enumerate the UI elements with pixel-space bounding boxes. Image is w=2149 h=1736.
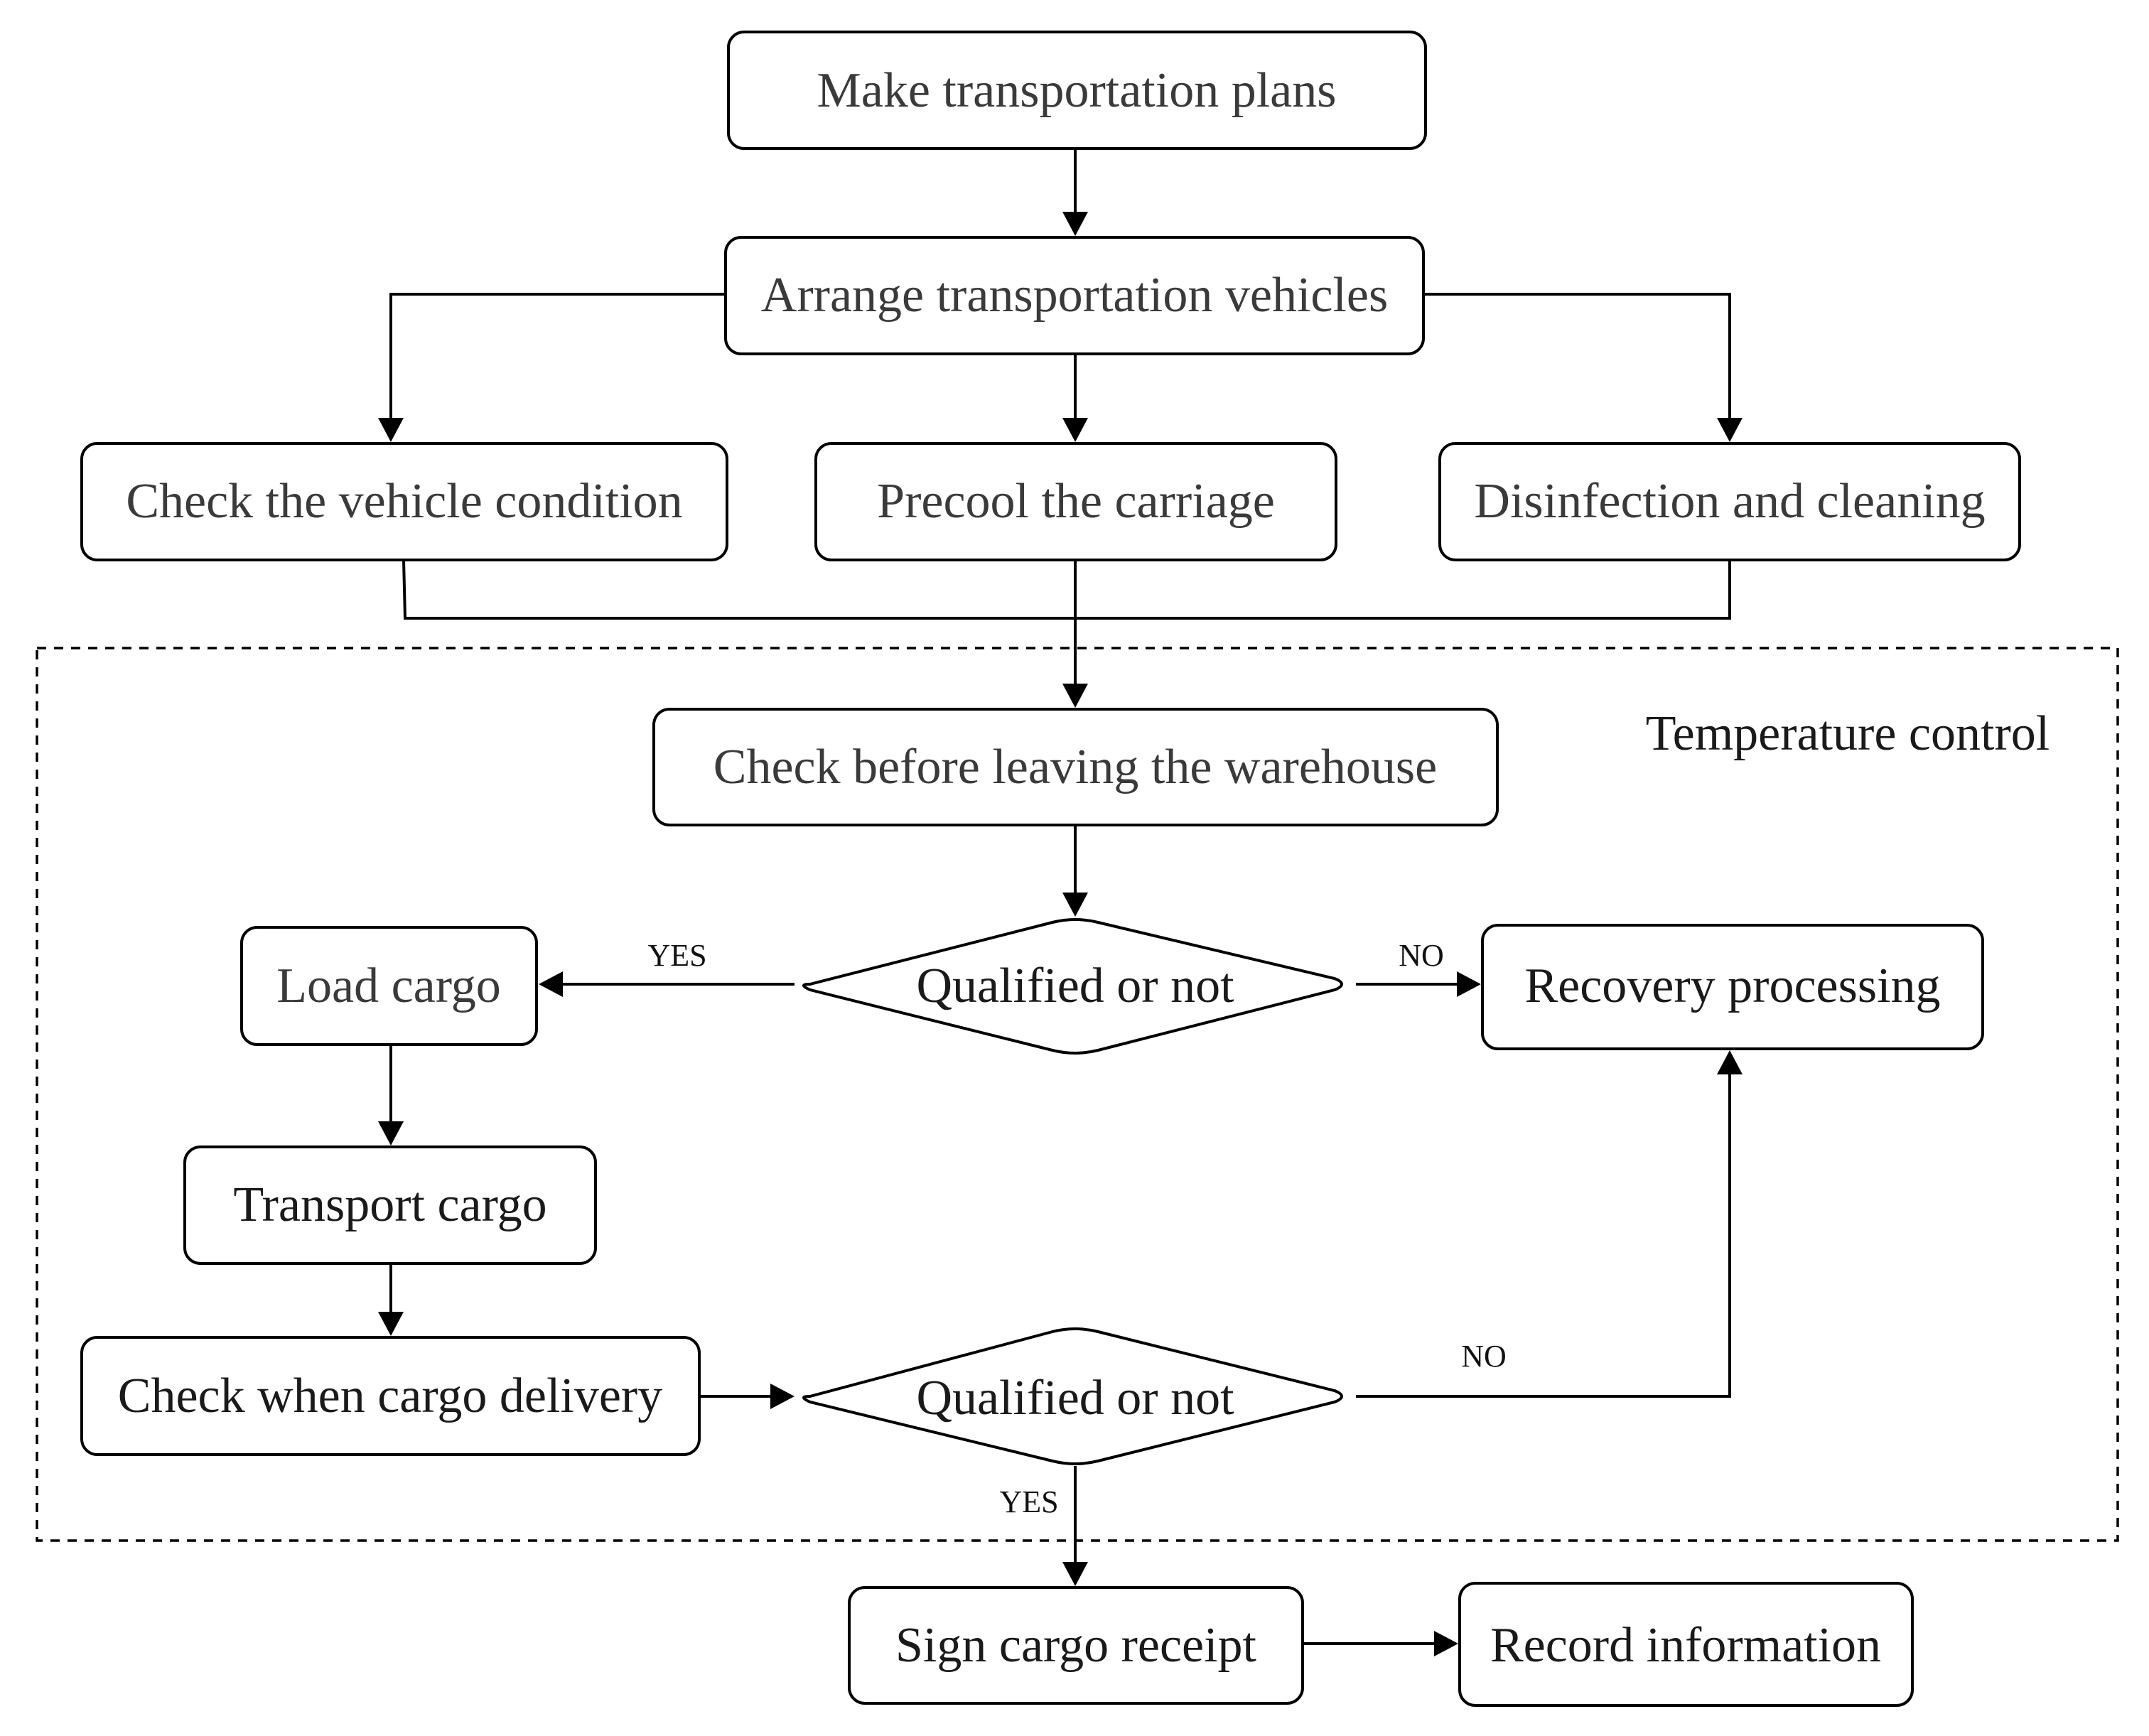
node-record-info-label: Record information: [1490, 1618, 1881, 1673]
arrowhead: [378, 1312, 404, 1336]
decision-qualified-1-label: Qualified or not: [916, 959, 1234, 1013]
node-check-delivery: Check when cargo delivery: [80, 1336, 701, 1456]
arrowhead: [378, 1121, 404, 1145]
edge-label-q1-yes: YES: [647, 938, 706, 973]
arrowhead: [1717, 418, 1743, 442]
node-check-before-leaving: Check before leaving the warehouse: [652, 708, 1499, 826]
arrowhead: [1434, 1631, 1458, 1656]
connectors: [378, 149, 1743, 1656]
arrowhead: [1062, 684, 1088, 708]
arrowhead: [1457, 971, 1481, 997]
edge-label-q2-no: NO: [1461, 1339, 1507, 1374]
decision-qualified-1: Qualified or not: [802, 918, 1343, 1055]
node-sign-receipt-label: Sign cargo receipt: [895, 1618, 1257, 1673]
node-check-delivery-label: Check when cargo delivery: [118, 1369, 662, 1423]
arrowhead: [1062, 212, 1088, 236]
node-arrange-vehicles: Arrange transportation vehicles: [724, 236, 1425, 355]
node-disinfection: Disinfection and cleaning: [1438, 442, 2021, 561]
edge-qualified-2-no: [1356, 1073, 1731, 1398]
edge-label-q1-no: NO: [1399, 938, 1444, 973]
node-check-vehicle: Check the vehicle condition: [80, 442, 728, 561]
temperature-control-label: Temperature control: [1646, 706, 2050, 761]
temperature-control-region: [36, 647, 2119, 1542]
edge-arrange-to-disinfection: [1423, 293, 1731, 419]
node-arrange-vehicles-label: Arrange transportation vehicles: [761, 268, 1388, 323]
arrowhead: [1717, 1050, 1743, 1074]
arrowhead: [1062, 418, 1088, 442]
decision-qualified-2: Qualified or not: [802, 1327, 1343, 1465]
edge-arrange-to-check-vehicle: [389, 293, 726, 419]
decision-qualified-2-label: Qualified or not: [916, 1371, 1234, 1425]
node-check-vehicle-label: Check the vehicle condition: [126, 474, 682, 529]
node-make-plans-label: Make transportation plans: [817, 63, 1337, 118]
edge-merge-checks: [402, 559, 1731, 620]
edge-label-q2-yes: YES: [999, 1484, 1058, 1519]
arrowhead: [770, 1384, 795, 1409]
node-precool-label: Precool the carriage: [877, 474, 1275, 529]
arrowhead: [1062, 1562, 1088, 1586]
node-transport-cargo-label: Transport cargo: [233, 1177, 546, 1232]
node-recovery-label: Recovery processing: [1524, 959, 1940, 1013]
node-record-info: Record information: [1458, 1582, 1914, 1707]
node-transport-cargo: Transport cargo: [183, 1145, 597, 1265]
node-load-cargo: Load cargo: [240, 926, 538, 1046]
node-load-cargo-label: Load cargo: [276, 959, 501, 1013]
node-sign-receipt: Sign cargo receipt: [848, 1586, 1304, 1705]
node-recovery: Recovery processing: [1481, 924, 1984, 1050]
arrowhead: [1062, 893, 1088, 917]
node-precool: Precool the carriage: [814, 442, 1337, 561]
node-make-plans: Make transportation plans: [727, 31, 1427, 150]
arrowhead: [539, 971, 563, 997]
arrowhead: [378, 418, 404, 442]
node-check-before-leaving-label: Check before leaving the warehouse: [713, 740, 1437, 794]
node-disinfection-label: Disinfection and cleaning: [1474, 474, 1985, 529]
